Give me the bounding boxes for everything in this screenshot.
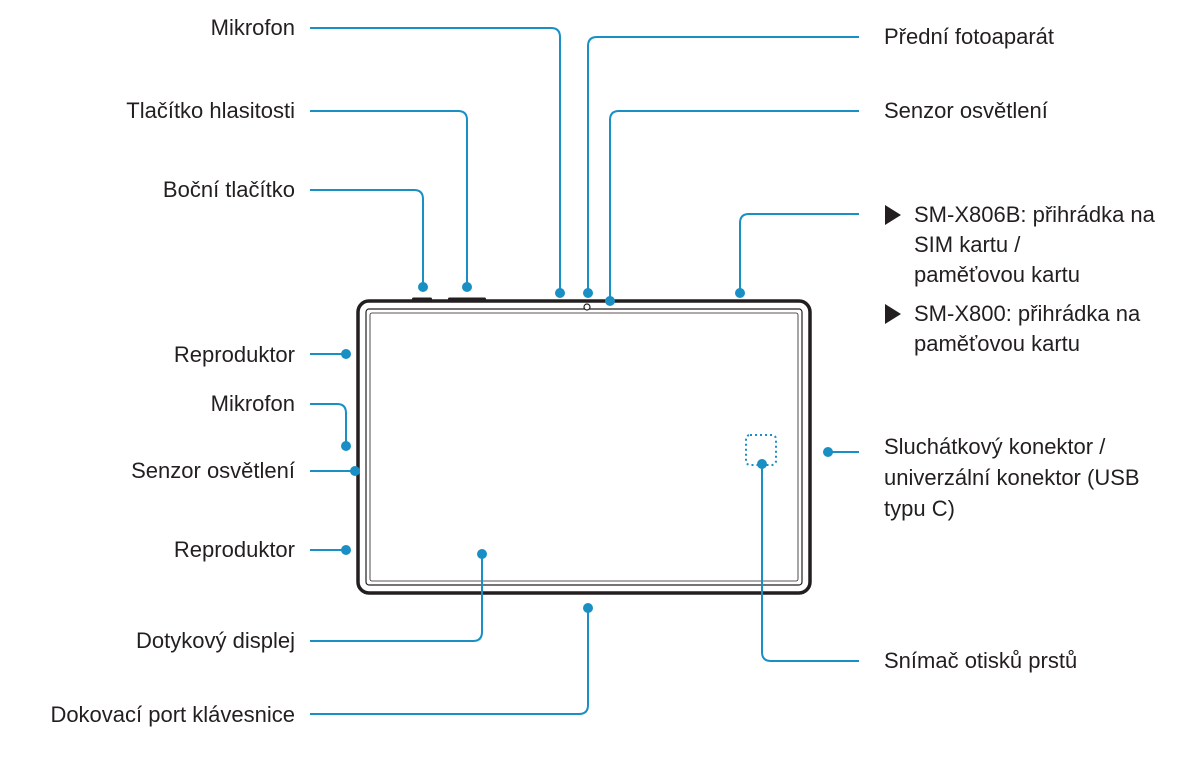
leader-light-sensor-top bbox=[609, 110, 859, 301]
label-volume: Tlačítko hlasitosti bbox=[126, 98, 295, 123]
label-tray-2-line2: paměťovou kartu bbox=[914, 331, 1080, 356]
label-tray-1-line3: paměťovou kartu bbox=[914, 262, 1080, 287]
dot-speaker-top bbox=[341, 349, 351, 359]
dot-side-key bbox=[418, 282, 428, 292]
label-speaker-bottom: Reproduktor bbox=[174, 537, 295, 562]
label-side-key: Boční tlačítko bbox=[163, 177, 295, 202]
dot-volume bbox=[462, 282, 472, 292]
leader-volume bbox=[310, 110, 468, 287]
dot-light-sensor-top bbox=[605, 296, 615, 306]
dot-mic-top bbox=[555, 288, 565, 298]
leader-keyboard-dock bbox=[310, 608, 589, 715]
label-tray-1-line1: SM-X806B: přihrádka na bbox=[914, 202, 1156, 227]
label-tray-1-line2: SIM kartu / bbox=[914, 232, 1021, 257]
dot-speaker-bottom bbox=[341, 545, 351, 555]
dot-touchscreen bbox=[477, 549, 487, 559]
leader-lines bbox=[310, 27, 859, 715]
label-fingerprint: Snímač otisků prstů bbox=[884, 648, 1077, 673]
camera-lens-icon bbox=[583, 303, 591, 311]
tablet-frame bbox=[356, 299, 812, 595]
label-mic-left: Mikrofon bbox=[211, 391, 295, 416]
leader-fingerprint bbox=[761, 464, 859, 662]
dot-fingerprint bbox=[757, 459, 767, 469]
label-touchscreen: Dotykový displej bbox=[136, 628, 295, 653]
leader-tray bbox=[739, 213, 859, 293]
label-connector-line1: Sluchátkový konektor / bbox=[884, 434, 1106, 459]
side-key bbox=[412, 297, 432, 302]
leader-side-key bbox=[310, 189, 424, 287]
dot-keyboard-dock bbox=[583, 603, 593, 613]
label-connector-line2: univerzální konektor (USB bbox=[884, 465, 1140, 490]
volume-key bbox=[448, 297, 486, 302]
screen-outer bbox=[365, 308, 803, 586]
label-light-sensor-top: Senzor osvětlení bbox=[884, 98, 1048, 123]
label-light-sensor-left: Senzor osvětlení bbox=[131, 458, 295, 483]
leader-mic-top bbox=[310, 27, 561, 293]
anchor-dots bbox=[341, 282, 833, 613]
dot-front-camera bbox=[583, 288, 593, 298]
leader-mic-left bbox=[310, 403, 347, 446]
screen-inner bbox=[369, 312, 799, 582]
label-tray-2-line1: SM-X800: přihrádka na bbox=[914, 301, 1141, 326]
label-keyboard-dock: Dokovací port klávesnice bbox=[50, 702, 295, 727]
leader-touchscreen bbox=[310, 554, 483, 642]
label-connector-line3: typu C) bbox=[884, 496, 955, 521]
tablet-device bbox=[356, 297, 812, 595]
label-front-camera: Přední fotoaparát bbox=[884, 24, 1054, 49]
label-speaker-top: Reproduktor bbox=[174, 342, 295, 367]
labels-left: Mikrofon Tlačítko hlasitosti Boční tlačí… bbox=[50, 15, 295, 727]
dot-tray bbox=[735, 288, 745, 298]
dotted-square-icon bbox=[745, 434, 777, 466]
triangle-right-icon bbox=[885, 304, 901, 324]
label-mic-top: Mikrofon bbox=[211, 15, 295, 40]
labels-right: Přední fotoaparát Senzor osvětlení SM-X8… bbox=[884, 24, 1156, 673]
dot-connector bbox=[823, 447, 833, 457]
dot-mic-left bbox=[341, 441, 351, 451]
leader-front-camera bbox=[587, 36, 859, 293]
triangle-right-icon bbox=[885, 205, 901, 225]
dot-light-sensor-left bbox=[350, 466, 360, 476]
